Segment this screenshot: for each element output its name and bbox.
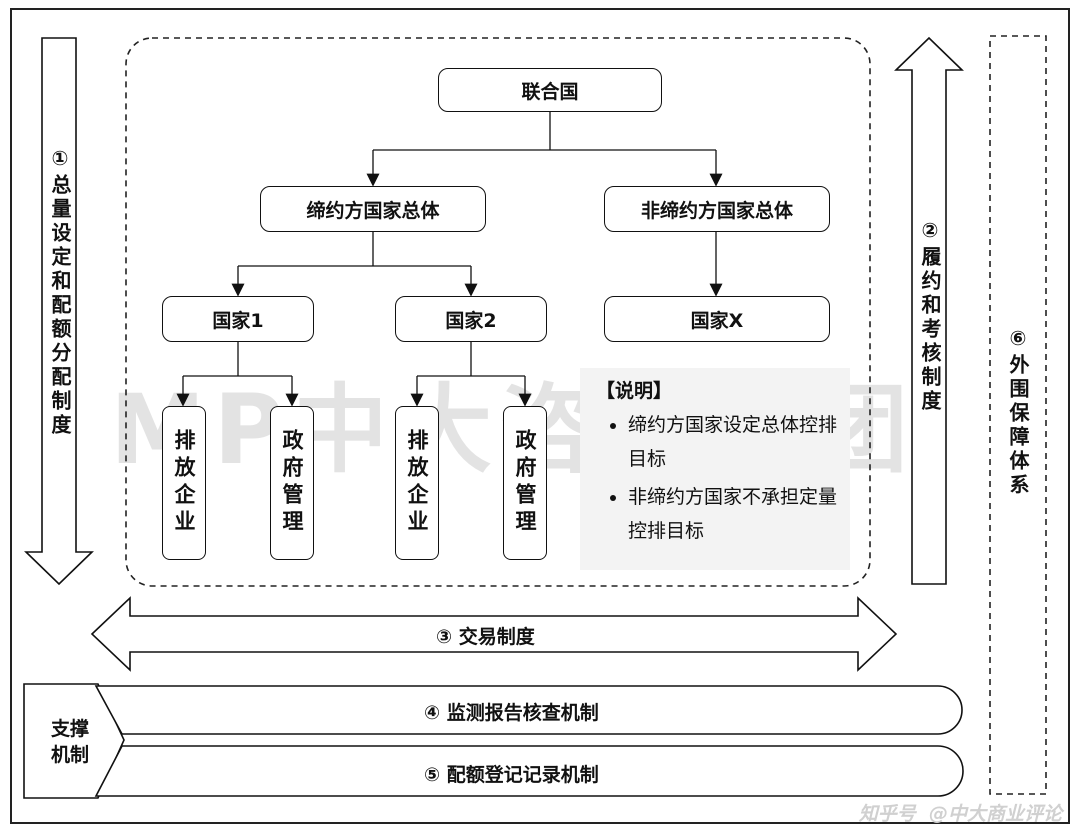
- node-parties: 缔约方国家总体: [260, 186, 486, 232]
- node-c1-gov: 政府管理: [270, 406, 314, 560]
- node-c2-firms: 排放企业: [395, 406, 439, 560]
- central-dashed-container: [125, 37, 871, 587]
- node-c1-firms: 排放企业: [162, 406, 206, 560]
- node-country2: 国家2: [395, 296, 547, 342]
- mrv-label: ④ 监测报告核查机制: [424, 702, 599, 724]
- notes-list: 缔约方国家设定总体控排目标 非缔约方国家不承担定量控排目标: [590, 408, 840, 548]
- mrv-pill-shape: [94, 685, 963, 735]
- footer-account: @中大商业评论: [928, 803, 1062, 825]
- node-countryx: 国家X: [604, 296, 830, 342]
- node-c2-gov-label: 政府管理: [513, 429, 537, 537]
- notes-panel: 【说明】 缔约方国家设定总体控排目标 非缔约方国家不承担定量控排目标: [580, 368, 850, 570]
- outer-dashed-column: [989, 35, 1047, 795]
- notes-item: 缔约方国家设定总体控排目标: [628, 408, 840, 476]
- notes-title: 【说明】: [596, 380, 673, 402]
- support-label: 支撑机制: [50, 718, 89, 766]
- footer-watermark: 知乎号 @中大商业评论: [859, 799, 1062, 826]
- outer-pillar-label: ⑥外围保障体系: [1006, 326, 1030, 498]
- outer-frame: [10, 8, 1070, 824]
- node-c1-gov-label: 政府管理: [280, 429, 304, 537]
- node-c2-gov: 政府管理: [503, 406, 547, 560]
- registry-pill-shape: [94, 745, 964, 797]
- left-pillar-label: ①总量设定和配额分配制度: [48, 146, 72, 438]
- left-down-arrow-shape: [24, 37, 94, 586]
- trading-double-arrow-shape: [90, 596, 898, 672]
- node-non-parties: 非缔约方国家总体: [604, 186, 830, 232]
- node-country1: 国家1: [162, 296, 314, 342]
- node-c1-firms-label: 排放企业: [172, 429, 196, 537]
- notes-item: 非缔约方国家不承担定量控排目标: [628, 480, 840, 548]
- right-pillar-label: ②履约和考核制度: [918, 218, 942, 414]
- footer-brand: 知乎号: [858, 803, 916, 825]
- right-up-arrow-shape: [894, 36, 964, 585]
- node-c2-firms-label: 排放企业: [405, 429, 429, 537]
- registry-label: ⑤ 配额登记记录机制: [424, 764, 599, 786]
- trading-label: ③ 交易制度: [436, 626, 535, 648]
- node-un: 联合国: [438, 68, 662, 112]
